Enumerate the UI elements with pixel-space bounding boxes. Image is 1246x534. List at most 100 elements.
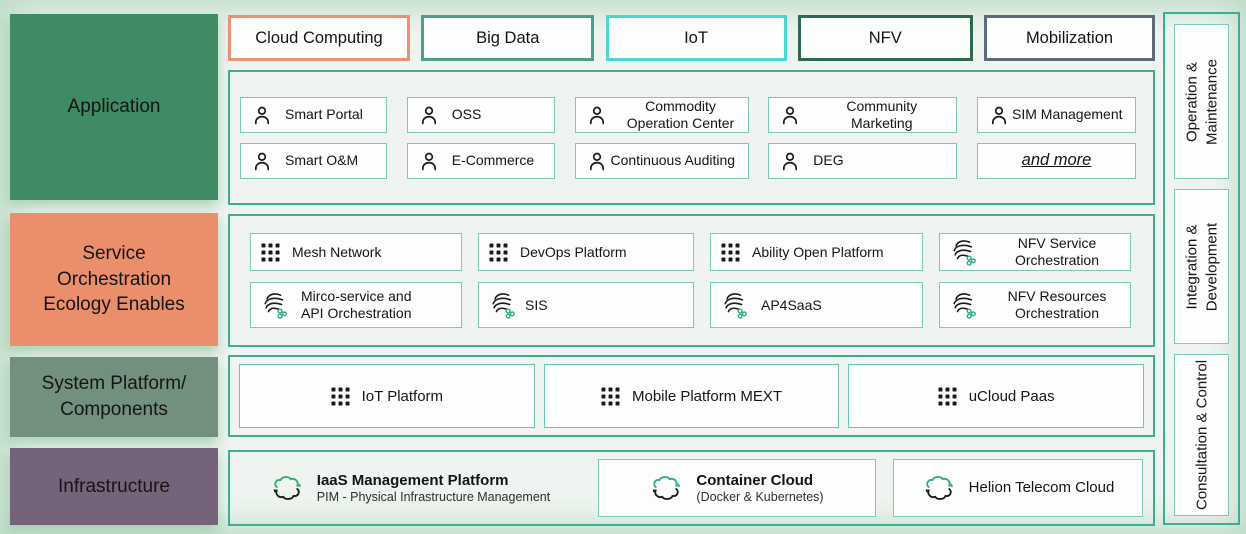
orch-item-label: NFV Service Orchestration: [1014, 235, 1100, 268]
orch-item-nfv-service-orchestration: NFV Service Orchestration: [939, 233, 1131, 271]
layer-block-system-platform: System Platform/ Components: [10, 357, 218, 437]
grid-icon: [721, 243, 740, 262]
app-item-smart-om: Smart O&M: [240, 142, 387, 179]
app-item-label: Commodity Operation Center: [626, 97, 735, 131]
chip-label: Big Data: [476, 28, 540, 47]
main-content: Cloud Computing Big Data IoT NFV Mobiliz…: [228, 0, 1155, 534]
layer-label: Service Orchestration Ecology Enables: [43, 243, 185, 316]
sidebar-box-consultation-control: Consultation & Control: [1174, 354, 1229, 516]
swirl-icon: [950, 291, 978, 319]
orch-item-label: Mirco-service and API Orchestration: [301, 288, 412, 321]
app-item-label: OSS: [451, 106, 482, 123]
chip-iot: IoT: [605, 15, 787, 61]
app-item-label: Continuous Auditing: [610, 152, 736, 169]
app-item-oss: OSS: [406, 96, 555, 133]
infra-item-text: Container Cloud (Docker & Kubernetes): [696, 472, 823, 505]
cloud-sync-icon: [922, 475, 956, 501]
layer-label: Application: [67, 96, 161, 118]
and-more-label: and more: [1021, 150, 1092, 169]
infra-item-text: IaaS Management Platform PIM - Physical …: [317, 472, 550, 505]
cloud-sync-icon: [649, 475, 683, 501]
infra-item-container-cloud: Container Cloud (Docker & Kubernetes): [597, 459, 876, 517]
app-item-label: SIM Management: [1012, 106, 1123, 123]
platform-item-label: Mobile Platform MEXT: [631, 387, 783, 405]
orch-item-label: Mesh Network: [292, 243, 382, 260]
layer-block-infrastructure: Infrastructure: [10, 448, 218, 525]
person-icon: [251, 104, 273, 126]
platform-container: IoT Platform Mobile Platform MEXT uCloud…: [228, 355, 1155, 437]
person-icon: [586, 104, 608, 126]
chip-cloud-computing: Cloud Computing: [228, 15, 410, 61]
platform-item-mobile-platform-mext: Mobile Platform MEXT: [543, 364, 840, 428]
platform-item-ucloud-paas: uCloud Paas: [848, 364, 1145, 428]
right-sidebar: Operation & Maintenance Integration & De…: [1163, 12, 1240, 525]
layer-block-service-orchestration: Service Orchestration Ecology Enables: [10, 213, 218, 346]
layer-block-application: Application: [10, 14, 218, 200]
orch-item-label: AP4SaaS: [761, 296, 822, 313]
sidebar-label: Integration & Development: [1183, 222, 1220, 311]
application-container: Smart Portal OSS Commodity Operation Cen…: [228, 70, 1155, 205]
platform-item-label: uCloud Paas: [968, 387, 1055, 405]
app-item-smart-portal: Smart Portal: [240, 96, 387, 133]
grid-icon: [938, 387, 957, 406]
grid-icon: [489, 243, 508, 262]
app-item-deg: DEG: [768, 142, 958, 179]
layer-label: System Platform/ Components: [41, 373, 187, 420]
orch-item-ability-open-platform: Ability Open Platform: [710, 233, 923, 271]
sidebar-box-operation-maintenance: Operation & Maintenance: [1174, 24, 1229, 179]
person-icon: [418, 104, 440, 126]
orch-item-label: SIS: [525, 296, 548, 313]
orch-item-mesh-network: Mesh Network: [250, 233, 462, 271]
sidebar-box-integration-development: Integration & Development: [1174, 189, 1229, 344]
orch-item-nfv-resources-orchestration: NFV Resources Orchestration: [939, 282, 1131, 328]
chip-label: IoT: [684, 28, 708, 47]
orchestration-row-2: Mirco-service and API Orchestration SIS …: [250, 282, 1131, 328]
application-row-2: Smart O&M E-Commerce Continuous Auditing…: [240, 142, 1136, 179]
app-item-continuous-auditing: Continuous Auditing: [574, 142, 749, 179]
technology-chips-row: Cloud Computing Big Data IoT NFV Mobiliz…: [228, 15, 1155, 61]
app-item-label: Smart Portal: [285, 106, 363, 123]
infra-item-label: IaaS Management Platform: [316, 471, 509, 489]
infrastructure-container: IaaS Management Platform PIM - Physical …: [228, 450, 1155, 526]
swirl-icon: [489, 291, 517, 319]
infra-item-label: Container Cloud: [696, 471, 814, 489]
platform-item-iot-platform: IoT Platform: [239, 364, 535, 428]
sidebar-label: Consultation & Control: [1192, 359, 1210, 511]
app-item-e-commerce: E-Commerce: [406, 142, 555, 179]
app-item-and-more: and more: [977, 142, 1136, 179]
swirl-icon: [721, 291, 749, 319]
grid-icon: [601, 387, 620, 406]
swirl-icon: [261, 291, 289, 319]
swirl-icon: [950, 238, 978, 266]
orchestration-row-1: Mesh Network DevOps Platform Ability Ope…: [250, 233, 1131, 271]
person-icon: [251, 150, 273, 172]
grid-icon: [331, 387, 350, 406]
app-item-label: E-Commerce: [451, 152, 535, 169]
orchestration-container: Mesh Network DevOps Platform Ability Ope…: [228, 214, 1155, 347]
orch-item-label: Ability Open Platform: [752, 243, 884, 260]
platform-item-label: IoT Platform: [361, 387, 444, 405]
grid-icon: [261, 243, 280, 262]
infra-item-sublabel: PIM - Physical Infrastructure Management: [316, 489, 551, 504]
chip-label: Cloud Computing: [255, 28, 383, 47]
infra-item-iaas-management-platform: IaaS Management Platform PIM - Physical …: [240, 459, 580, 517]
infra-item-helion-telecom-cloud: Helion Telecom Cloud: [893, 459, 1143, 517]
app-item-commodity-operation-center: Commodity Operation Center: [574, 96, 749, 133]
person-icon: [418, 150, 440, 172]
app-item-label: Community Marketing: [846, 97, 918, 131]
orch-item-label: DevOps Platform: [520, 243, 627, 260]
app-item-label: Smart O&M: [285, 152, 359, 169]
person-icon: [779, 104, 801, 126]
layer-label: Infrastructure: [58, 475, 170, 497]
chip-label: Mobilization: [1025, 28, 1114, 47]
orch-item-devops-platform: DevOps Platform: [478, 233, 694, 271]
orch-item-sis: SIS: [478, 282, 694, 328]
orch-item-microservice-api-orchestration: Mirco-service and API Orchestration: [250, 282, 462, 328]
chip-nfv: NFV: [797, 15, 973, 61]
application-row-1: Smart Portal OSS Commodity Operation Cen…: [240, 96, 1136, 133]
app-item-community-marketing: Community Marketing: [768, 96, 958, 133]
infra-item-text: Helion Telecom Cloud: [969, 479, 1115, 497]
person-icon: [586, 150, 608, 172]
app-item-label: DEG: [813, 152, 844, 169]
